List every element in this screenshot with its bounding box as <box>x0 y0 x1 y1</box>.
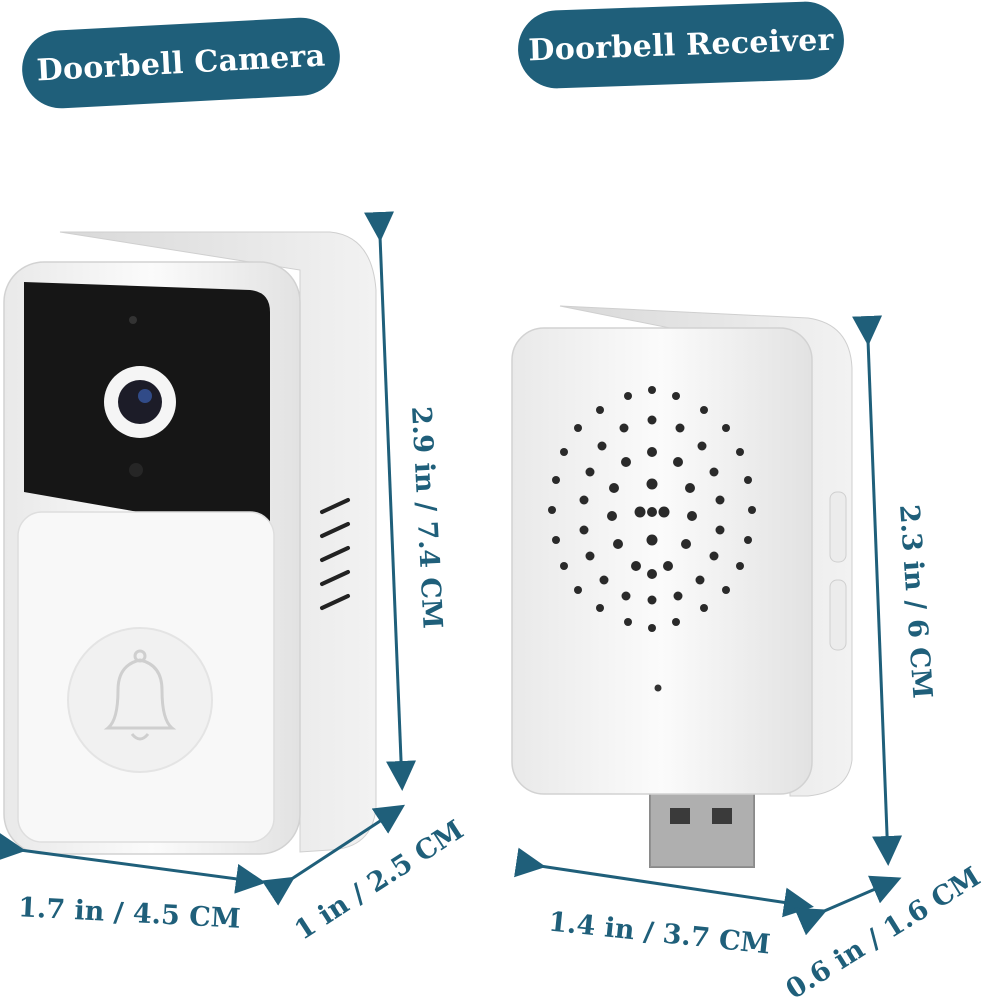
receiver-speaker-grille <box>548 386 756 632</box>
receiver-front-body <box>511 327 813 795</box>
dimension-arrows <box>0 211 903 936</box>
camera-sensor-dot <box>129 463 143 477</box>
camera-mic-dot <box>129 316 137 324</box>
doorbell-button <box>67 627 213 773</box>
receiver-side-button-volume <box>829 491 847 563</box>
doorbell-receiver <box>511 305 853 868</box>
camera-lens <box>118 380 162 424</box>
doorbell-receiver-title: Doorbell Receiver <box>516 0 846 90</box>
receiver-width-arrow <box>514 847 814 918</box>
receiver-depth-arrow <box>794 875 902 936</box>
camera-width-arrow <box>0 831 266 894</box>
receiver-mic-hole <box>654 684 662 692</box>
doorbell-camera <box>3 231 377 855</box>
bell-icon <box>103 649 177 741</box>
receiver-height-arrow <box>852 315 903 866</box>
camera-depth-arrow <box>261 804 406 906</box>
receiver-side-button-tone <box>829 579 847 651</box>
camera-speaker-vents <box>320 498 350 610</box>
doorbell-camera-title: Doorbell Camera <box>20 15 342 111</box>
camera-height-arrow <box>364 211 417 791</box>
